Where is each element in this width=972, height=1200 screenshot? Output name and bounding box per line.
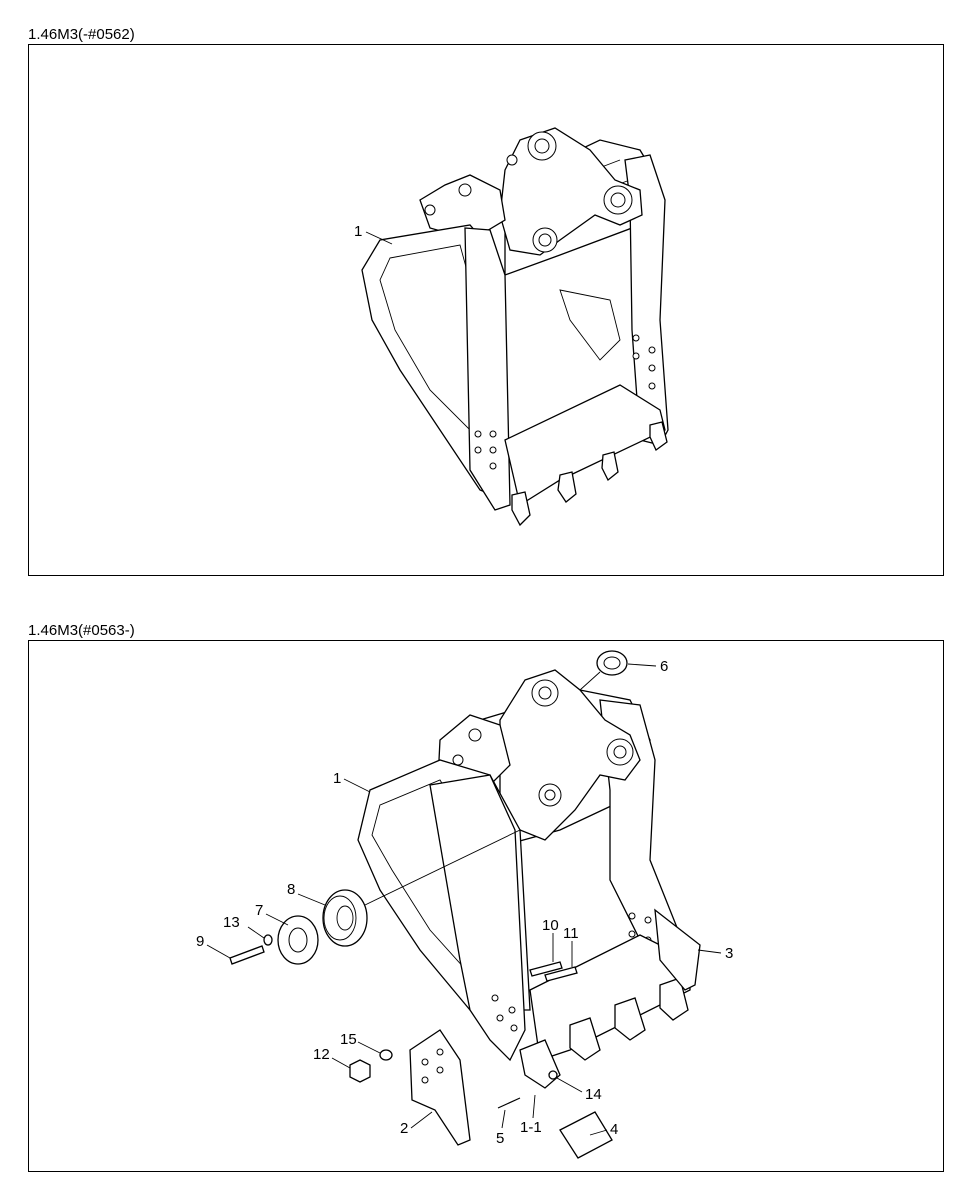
callout-label: 12 <box>313 1046 330 1063</box>
callout-label: 1 <box>333 770 341 787</box>
callout-label: 14 <box>585 1086 602 1103</box>
callout-label: 10 <box>542 917 559 934</box>
callout-label: 8 <box>287 881 295 898</box>
callout-label: 13 <box>223 914 240 931</box>
callout-label: 3 <box>725 945 733 962</box>
callout-label: 6 <box>660 658 668 675</box>
callout-label: 2 <box>400 1120 408 1137</box>
callout-label: 5 <box>496 1130 504 1147</box>
callout-label: 1-1 <box>520 1119 542 1136</box>
callout-label: 7 <box>255 902 263 919</box>
callout-label: 11 <box>563 925 579 942</box>
panel-1-caption: 1.46M3(-#0562) <box>28 26 135 43</box>
panel-2-caption: 1.46M3(#0563-) <box>28 622 135 639</box>
callout-label: 1 <box>354 223 362 240</box>
callout-label: 4 <box>610 1121 618 1138</box>
callout-label: 15 <box>340 1031 357 1048</box>
callout-label: 9 <box>196 933 204 950</box>
